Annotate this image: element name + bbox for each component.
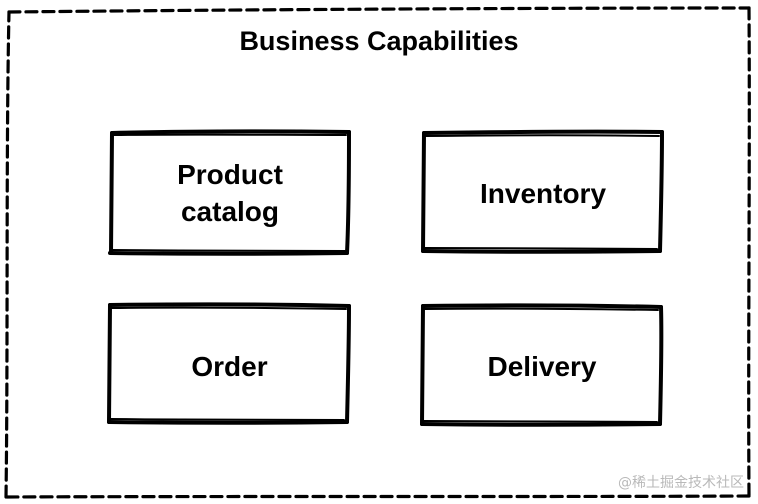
box-inventory <box>421 129 664 254</box>
box-order <box>107 302 351 425</box>
box-label-inventory: Inventory <box>479 177 607 209</box>
container-border <box>4 6 751 499</box>
box-label-order: Order <box>191 350 268 382</box>
product-catalog-line-2: catalog <box>180 196 280 227</box>
box-label-product-catalog: Product catalog <box>112 134 348 252</box>
diagram-title: Business Capabilities <box>239 26 519 56</box>
box-delivery <box>420 303 664 427</box>
product-catalog-line-1: Product <box>177 159 283 190</box>
box-product-catalog <box>108 129 351 256</box>
watermark-text: @稀土掘金技术社区 <box>618 475 744 491</box>
box-label-delivery: Delivery <box>487 350 597 382</box>
